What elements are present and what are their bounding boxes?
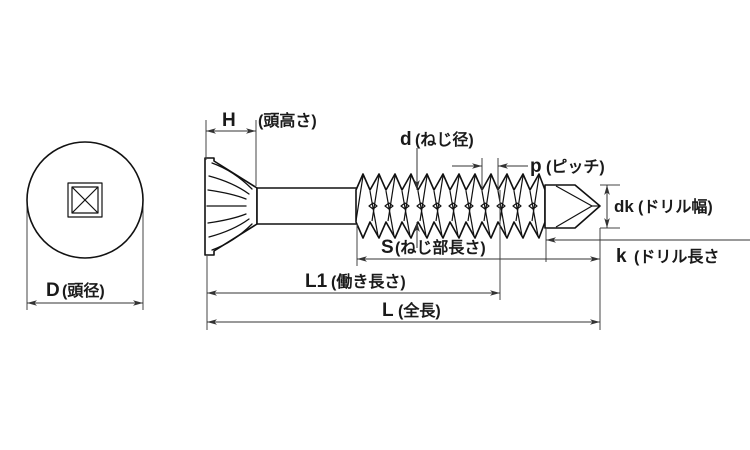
thread-flank-lines — [355, 175, 540, 237]
side-view — [204, 157, 601, 256]
head-rib-2 — [208, 175, 250, 195]
label-d-symbol: d — [400, 129, 412, 150]
dimension-group-H — [205, 120, 257, 186]
dimension-group-S — [356, 224, 600, 266]
label-dk-symbol: dk — [614, 197, 634, 216]
label-k-note: (ドリル長さ — [634, 248, 719, 266]
dimension-group-p — [452, 158, 528, 190]
drill-point-outline — [544, 184, 601, 229]
label-D-symbol: D — [46, 280, 60, 301]
label-H-symbol: H — [222, 110, 236, 131]
label-k-symbol: k — [616, 246, 627, 267]
dimension-group-dk — [600, 184, 620, 229]
dimension-group-L — [206, 240, 601, 330]
thread-core-marks — [368, 202, 538, 210]
label-S-note: (ねじ部長さ) — [395, 238, 486, 257]
label-L-symbol: L — [382, 300, 394, 321]
head-rib-6 — [211, 223, 253, 251]
smooth-shank-outline — [256, 187, 359, 225]
label-p-note: (ピッチ) — [546, 158, 605, 176]
dimension-group-L1 — [206, 190, 501, 300]
head-rib-5 — [208, 218, 250, 238]
label-H-note: (頭高さ) — [258, 111, 317, 130]
label-L1-note: (働き長さ) — [331, 272, 406, 291]
drive-recess-inner — [71, 186, 99, 214]
label-D-note: (頭径) — [62, 281, 105, 300]
head-rib-1 — [211, 162, 253, 190]
head-rib-4 — [207, 213, 247, 224]
drive-recess-outer — [67, 182, 103, 218]
label-L-note: (全長) — [398, 301, 441, 320]
label-S-symbol: S — [381, 237, 394, 258]
label-L1-symbol: L1 — [305, 271, 328, 292]
head-rib-3 — [207, 189, 247, 200]
label-p-symbol: p — [530, 156, 542, 177]
head-top-view — [26, 141, 144, 310]
drive-recess-diagonal-2 — [71, 186, 99, 214]
label-dk-note: (ドリル幅) — [638, 197, 713, 216]
label-d-note: (ねじ径) — [415, 130, 474, 149]
